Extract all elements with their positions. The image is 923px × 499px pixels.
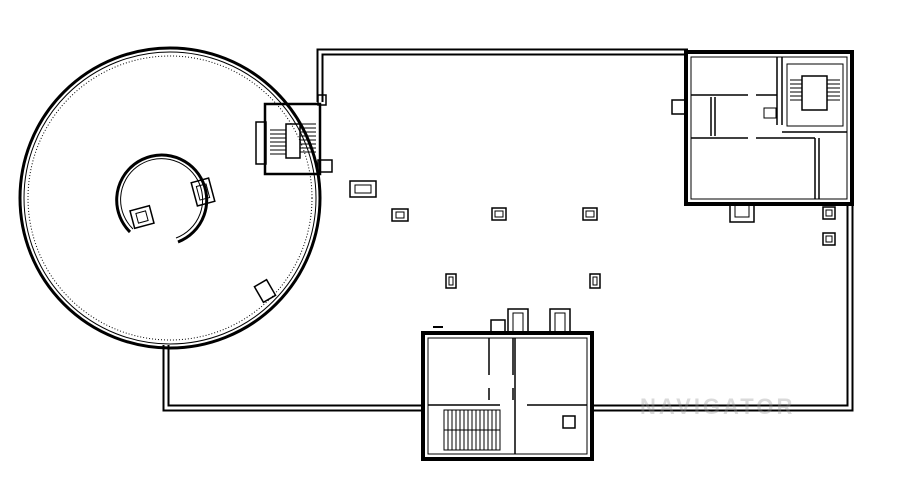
service-block-south — [421, 308, 594, 461]
watermark: NAVIGATOR — [640, 394, 796, 419]
hall-columns — [349, 180, 601, 289]
service-block-north-east — [671, 50, 854, 246]
rotunda — [18, 46, 322, 350]
stair-tower-west — [255, 94, 333, 176]
exterior-walls — [162, 48, 854, 412]
